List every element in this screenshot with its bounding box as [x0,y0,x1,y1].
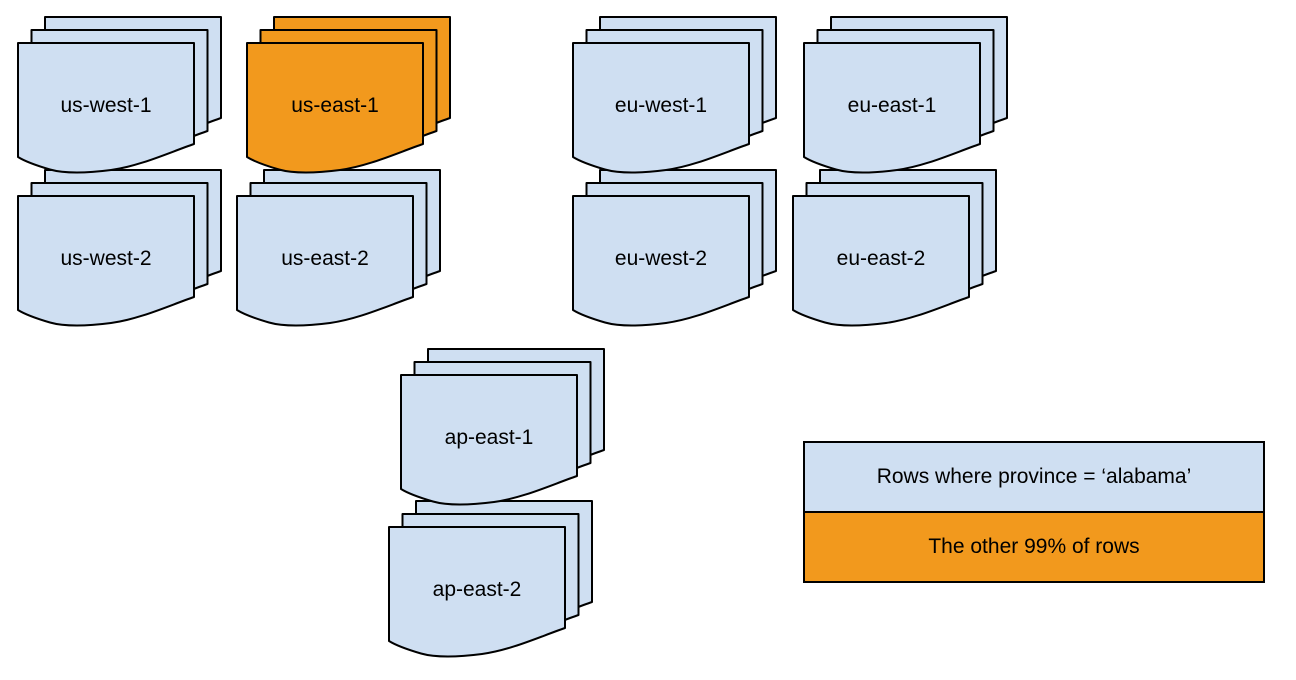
region-label: us-east-2 [281,246,369,270]
front-document-sheet [803,42,981,174]
region-stack-eu-west-1: eu-west-1 [572,16,778,175]
region-label: us-west-1 [60,93,152,117]
legend-item-alabama-rows: Rows where province = ‘alabama’ [805,443,1263,511]
region-stack-eu-west-2: eu-west-2 [572,169,778,328]
documents-stack-icon [803,16,1008,174]
documents-stack-icon [388,500,593,658]
front-document-sheet [388,526,566,658]
region-label: eu-east-1 [847,93,937,117]
region-stack-eu-east-2: eu-east-2 [792,169,998,328]
region-stack-ap-east-1: ap-east-1 [400,348,606,507]
region-stack-us-west-2: us-west-2 [17,169,223,328]
front-document-sheet [246,42,424,174]
front-document-sheet [17,195,195,327]
region-label: eu-west-2 [614,246,708,270]
documents-stack-icon [572,16,777,174]
documents-stack-icon [400,348,605,506]
front-document-sheet [400,374,578,506]
front-document-sheet [572,195,750,327]
region-label: eu-west-1 [614,93,708,117]
documents-stack-icon [17,169,222,327]
documents-stack-icon [572,169,777,327]
documents-stack-icon [246,16,451,174]
legend: Rows where province = ‘alabama’ The othe… [803,441,1265,583]
region-stack-ap-east-2: ap-east-2 [388,500,594,659]
legend-label: The other 99% of rows [928,535,1140,558]
documents-stack-icon [792,169,997,327]
region-label: eu-east-2 [836,246,926,270]
region-stack-us-west-1: us-west-1 [17,16,223,175]
front-document-sheet [792,195,970,327]
region-label: ap-east-1 [444,425,534,449]
region-label: ap-east-2 [432,577,522,601]
region-stack-eu-east-1: eu-east-1 [803,16,1009,175]
region-label: us-west-2 [60,246,152,270]
region-label: us-east-1 [291,93,379,117]
front-document-sheet [17,42,195,174]
front-document-sheet [236,195,414,327]
documents-stack-icon [17,16,222,174]
documents-stack-icon [236,169,441,327]
region-stack-us-east-2: us-east-2 [236,169,442,328]
region-stack-us-east-1: us-east-1 [246,16,452,175]
front-document-sheet [572,42,750,174]
legend-item-other-rows: The other 99% of rows [805,511,1263,581]
legend-label: Rows where province = ‘alabama’ [876,465,1192,488]
